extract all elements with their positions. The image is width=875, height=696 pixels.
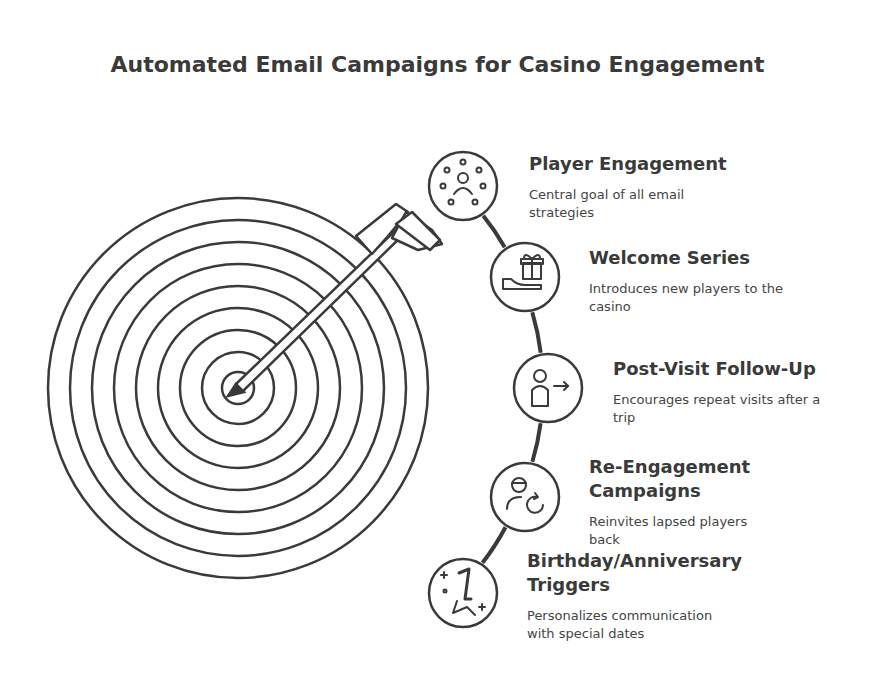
connector-arc bbox=[532, 312, 540, 352]
connector-arc bbox=[483, 216, 504, 247]
icon-stroke bbox=[459, 569, 471, 599]
icon-stroke bbox=[481, 184, 486, 189]
step-icon bbox=[507, 478, 543, 513]
icon-stroke bbox=[441, 184, 446, 189]
icon-stroke bbox=[444, 590, 447, 593]
circle-border bbox=[429, 559, 497, 627]
icon-stroke bbox=[512, 478, 526, 492]
step-heading: Post-Visit Follow-Up bbox=[613, 357, 863, 381]
icon-stroke bbox=[454, 188, 472, 194]
icon-stroke bbox=[507, 497, 521, 509]
icon-stroke bbox=[524, 255, 540, 259]
arrow-shaft bbox=[228, 226, 406, 396]
step-description: Reinvites lapsed players back bbox=[589, 513, 774, 549]
step-description: Personalizes communication with special … bbox=[527, 607, 742, 643]
step-description: Central goal of all email strategies bbox=[529, 186, 714, 222]
target-ring bbox=[70, 220, 406, 556]
step-icon bbox=[441, 569, 485, 615]
diagram-title: Automated Email Campaigns for Casino Eng… bbox=[0, 52, 875, 77]
icon-stroke bbox=[441, 572, 447, 578]
connector-arc bbox=[532, 423, 540, 462]
circle-outline bbox=[427, 150, 499, 222]
circle-outline bbox=[489, 461, 561, 533]
icon-stroke bbox=[534, 370, 546, 382]
step-circle: Birthday/Anniversary TriggersPersonalize… bbox=[427, 557, 499, 629]
circle-border bbox=[514, 354, 582, 422]
icon-stroke bbox=[473, 200, 478, 205]
target-ring bbox=[48, 198, 428, 578]
icon-stroke bbox=[534, 493, 538, 499]
icon-stroke bbox=[503, 279, 541, 289]
step-description: Introduces new players to the casino bbox=[589, 280, 789, 316]
circle-outline bbox=[427, 557, 499, 629]
arrow-fletching bbox=[356, 204, 442, 254]
connector-arc bbox=[483, 527, 506, 563]
icon-stroke bbox=[512, 482, 526, 484]
icon-stroke bbox=[449, 200, 454, 205]
step-heading: Re-Engagement Campaigns bbox=[589, 455, 779, 503]
step-icon bbox=[532, 370, 568, 406]
icon-stroke bbox=[461, 160, 466, 165]
circle-outline bbox=[489, 241, 561, 313]
step-icon bbox=[503, 255, 543, 289]
step-heading: Birthday/Anniversary Triggers bbox=[527, 549, 772, 597]
step-circle: Re-Engagement CampaignsReinvites lapsed … bbox=[489, 461, 561, 533]
step-heading: Welcome Series bbox=[589, 246, 849, 270]
icon-stroke bbox=[445, 168, 450, 173]
step-circle: Post-Visit Follow-UpEncourages repeat vi… bbox=[512, 352, 584, 424]
icon-stroke bbox=[564, 382, 568, 390]
circle-border bbox=[491, 463, 559, 531]
step-icon bbox=[441, 160, 486, 205]
icon-stroke bbox=[477, 168, 482, 173]
icon-stroke bbox=[479, 604, 485, 610]
step-heading: Player Engagement bbox=[529, 152, 789, 176]
circle-outline bbox=[512, 352, 584, 424]
circle-border bbox=[429, 152, 497, 220]
step-description: Encourages repeat visits after a trip bbox=[613, 391, 838, 427]
icon-stroke bbox=[532, 386, 548, 406]
icon-stroke bbox=[458, 173, 468, 183]
step-circle: Welcome SeriesIntroduces new players to … bbox=[489, 241, 561, 313]
icon-stroke bbox=[531, 259, 533, 279]
circle-border bbox=[491, 243, 559, 311]
step-circle: Player EngagementCentral goal of all ema… bbox=[427, 150, 499, 222]
icon-stroke bbox=[453, 601, 475, 615]
